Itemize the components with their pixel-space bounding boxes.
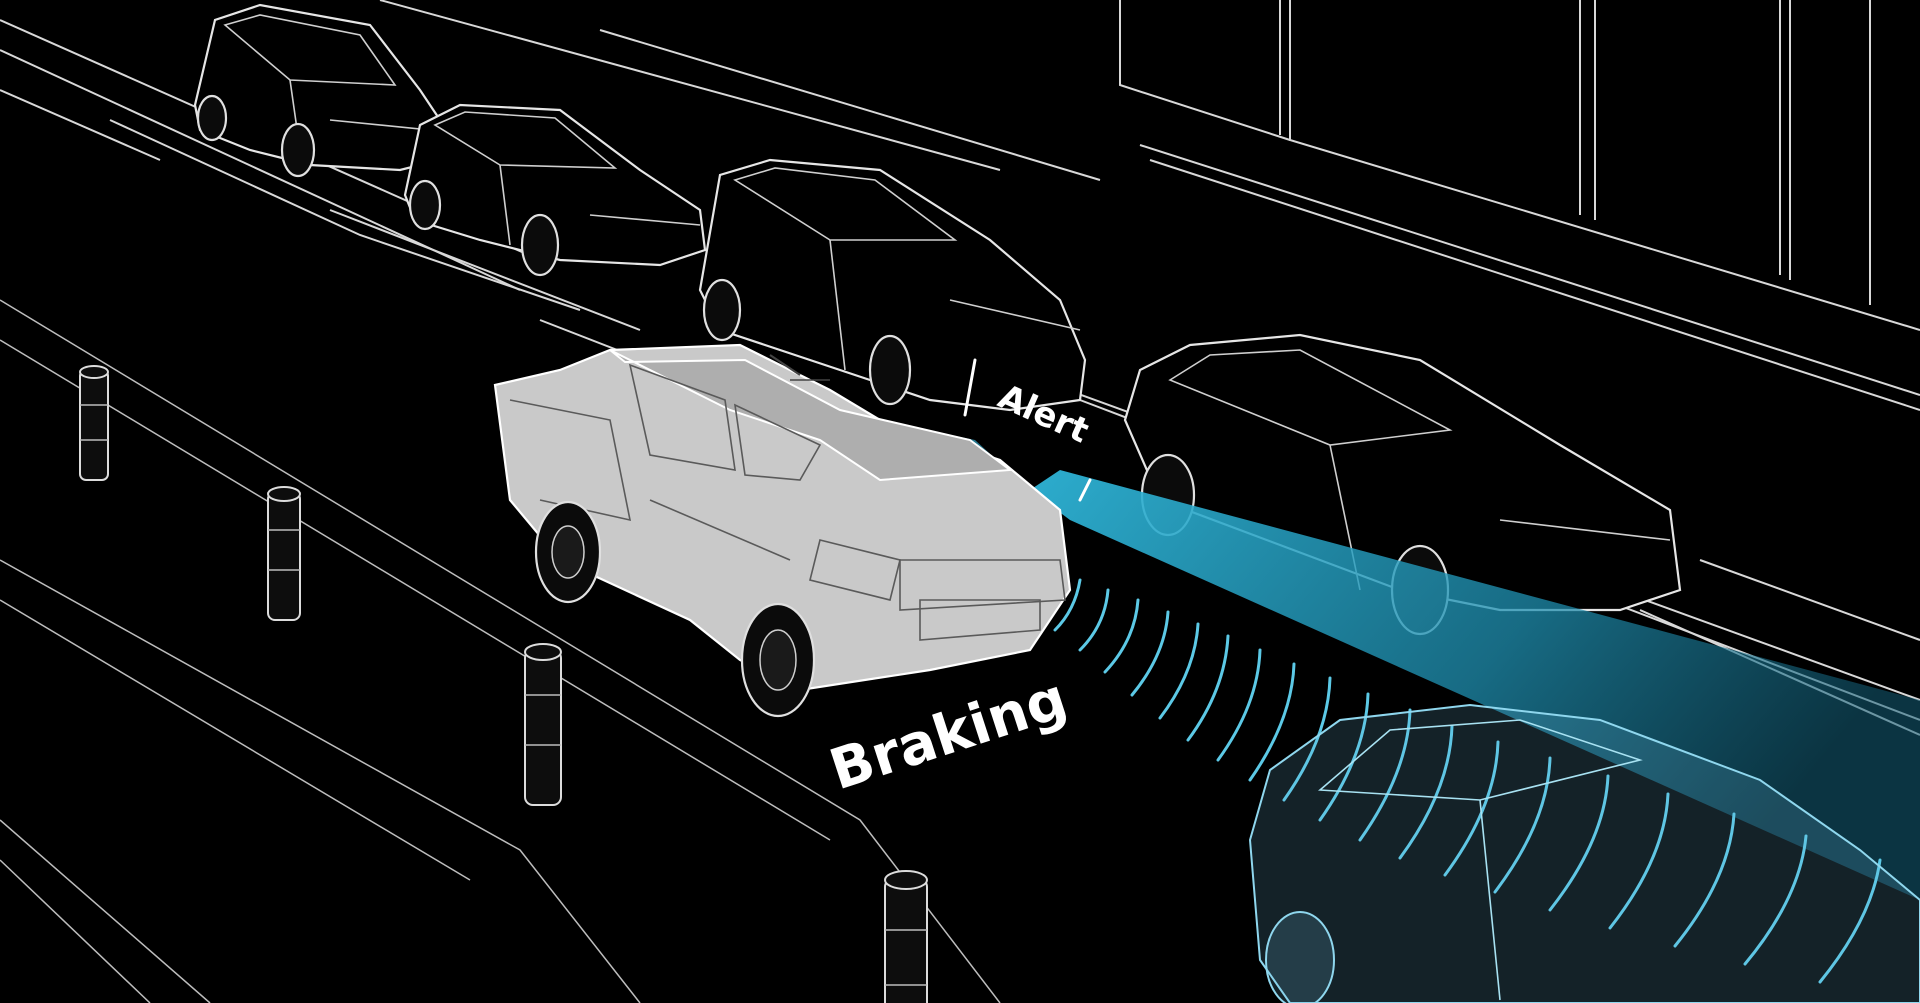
bollard-3: [524, 643, 562, 806]
pickup-truck: [493, 343, 1072, 718]
bollard-2: [267, 486, 301, 621]
braking-label: Braking: [822, 666, 1075, 803]
buildings: [1119, 0, 1920, 411]
bollard-1: [79, 365, 109, 481]
bollard-4: [884, 870, 928, 1003]
bollards: [79, 365, 928, 1003]
parked-car-2: [403, 103, 707, 277]
sensor-waves: [1053, 578, 1882, 984]
detected-car-ghost: [1248, 703, 1920, 1003]
parked-car-1: [193, 3, 442, 178]
parked-car-3: [698, 158, 1087, 412]
